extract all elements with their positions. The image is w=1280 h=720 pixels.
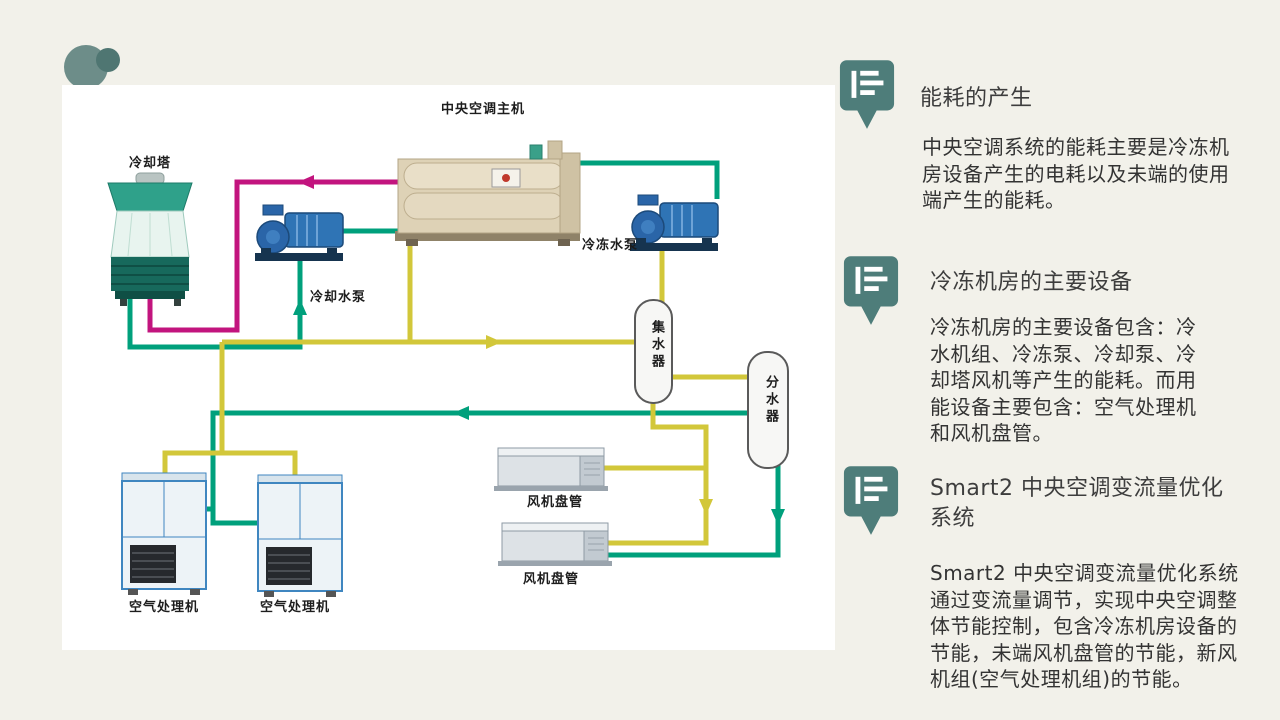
section-heading: 冷冻机房的主要设备 (930, 270, 1133, 295)
water-collector (634, 299, 673, 404)
brand-logo-dot (502, 174, 510, 182)
water-distributor (747, 351, 789, 469)
chiller-unit (395, 140, 581, 246)
section-body: 中央空调系统的能耗主要是冷冻机 房设备产生的电耗以及未端的使用 端产生的能耗。 (922, 135, 1230, 213)
pin-list-icon (843, 256, 899, 325)
pipe-return-main (210, 410, 752, 526)
pipe-supply-ahu1 (162, 342, 225, 479)
arrow-down-teal (771, 509, 785, 525)
air-handling-unit-1 (121, 472, 207, 596)
label-fan-coil-2: 风机盘管 (522, 572, 579, 587)
fan-coil-unit-2 (497, 522, 613, 567)
section-heading: 能耗的产生 (920, 86, 1033, 111)
label-ahu-2: 空气处理机 (259, 600, 330, 615)
arrow-up-teal (293, 299, 307, 315)
label-ahu-1: 空气处理机 (128, 600, 199, 615)
label-cooling-pump: 冷却水泵 (310, 290, 367, 305)
label-fan-coil-1: 风机盘管 (526, 495, 583, 510)
hvac-diagram (107, 140, 789, 598)
air-handling-unit-2 (257, 474, 343, 598)
cooling-water-pump (254, 204, 344, 262)
section-body: Smart2 中央空调变流量优化系统 通过变流量调节，实现中央空调整 体节能控制… (930, 561, 1239, 692)
label-chilled-pump: 冷冻水泵 (582, 238, 639, 253)
flow-arrows (293, 175, 785, 525)
label-collector: 集水器 (649, 320, 664, 371)
pipe-distributor-to-fancoil (604, 464, 781, 558)
arrow-left-teal (453, 406, 469, 420)
label-distributor: 分水器 (763, 375, 778, 426)
fan-coil-unit-1 (493, 447, 609, 492)
label-cooling-tower: 冷却塔 (128, 156, 171, 171)
pipe-collector-to-fancoil2 (604, 399, 709, 546)
pin-list-icon (839, 60, 895, 129)
pipe-condenser-supply (147, 179, 398, 333)
pipe-supply-ahu2 (222, 450, 298, 481)
cooling-tower (107, 172, 193, 306)
pipe-chiller-to-chilled-pump (577, 160, 720, 199)
arrow-right-yellow (486, 335, 502, 349)
section-body: 冷冻机房的主要设备包含：冷 水机组、冷冻泵、冷却泵、冷 却塔风机等产生的能耗。而… (930, 315, 1197, 446)
pin-list-icon (843, 466, 899, 535)
decor-circle-small (96, 48, 120, 72)
section-heading: Smart2 中央空调变流量优化 系统 (930, 476, 1224, 531)
arrow-down-yellow (699, 499, 713, 515)
hvac-diagram-panel: 中央空调主机 冷却塔 冷却水泵 冷冻水泵 集水器 分水器 风机盘管 风机盘管 空… (62, 85, 835, 650)
arrow-left-magenta (298, 175, 314, 189)
label-main-unit: 中央空调主机 (440, 102, 525, 117)
